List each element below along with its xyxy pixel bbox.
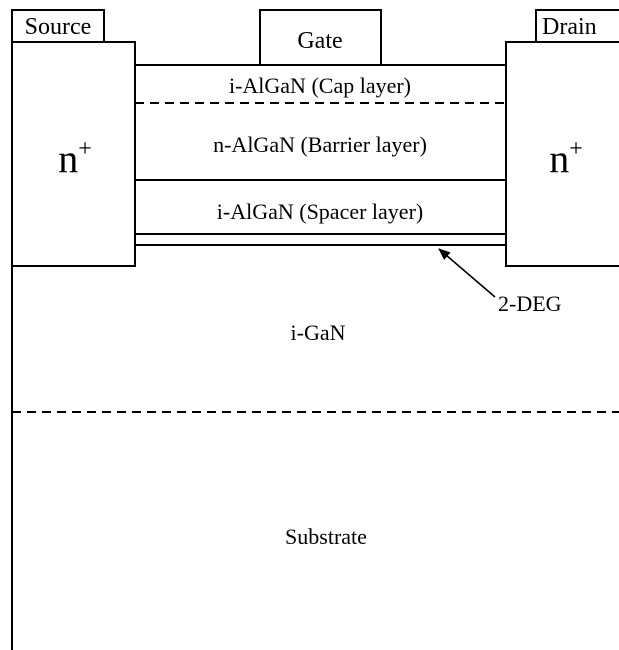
source-n-plus-region [11,41,136,267]
drain-n-plus-region [505,41,619,267]
two-deg-label: 2-DEG [498,291,562,316]
cap-layer-label: i-AlGaN (Cap layer) [229,73,411,98]
source-n-plus-label: n+ [58,136,92,181]
drain-label: Drain [542,14,597,40]
barrier-layer-label: n-AlGaN (Barrier layer) [213,132,427,157]
two-deg-arrow [438,248,496,298]
gate-contact [259,9,382,66]
source-label: Source [25,14,92,40]
substrate-label: Substrate [285,524,367,549]
drain-n-plus-label: n+ [549,136,583,181]
spacer-layer-label: i-AlGaN (Spacer layer) [217,199,423,224]
gate-label: Gate [297,28,342,54]
buffer-layer-label: i-GaN [291,320,346,345]
